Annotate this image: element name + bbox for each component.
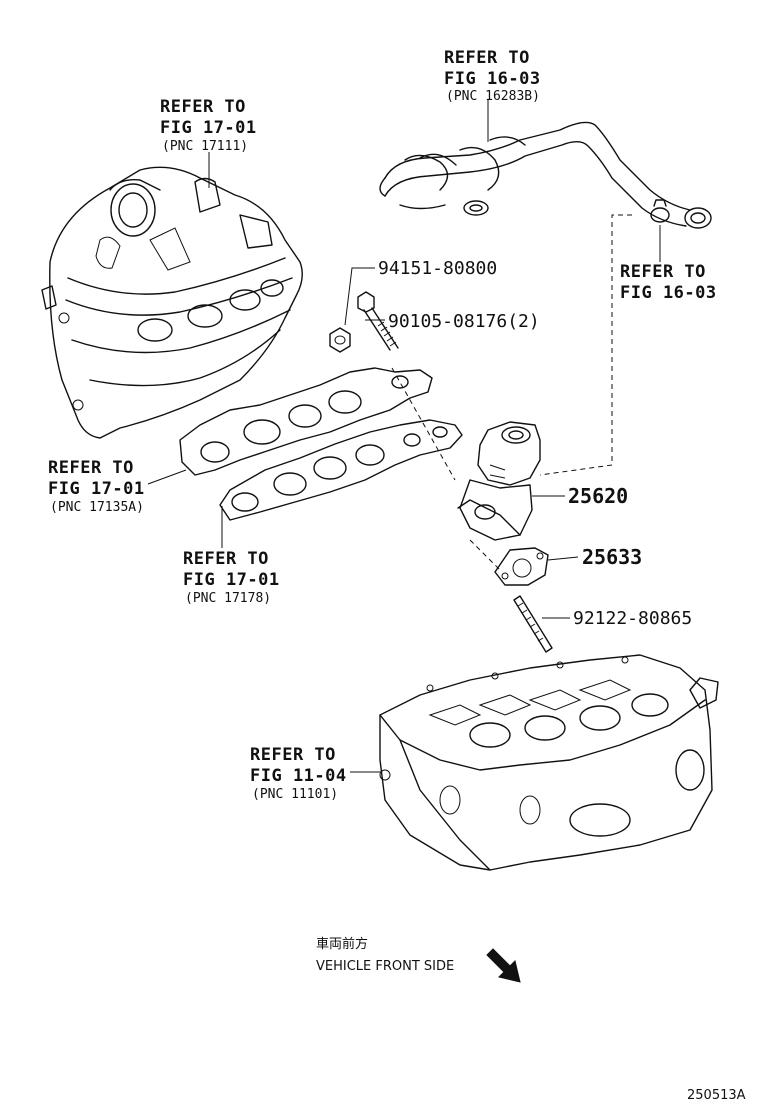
egr-valve-drawing [457, 421, 541, 541]
cylinder-head-callout-line2: FIG 11-04 [250, 766, 347, 786]
manifold-callout-line2: FIG 17-01 [160, 118, 257, 138]
part-number-stud: 92122-80865 [573, 608, 692, 629]
clamp-to-valve-dashed-line [539, 214, 632, 476]
clamp-callout-line2: FIG 16-03 [620, 283, 717, 303]
hose-callout-line1: REFER TO [444, 48, 530, 68]
cylinder-head-callout-pnc: (PNC 11101) [252, 787, 338, 802]
manifold-callout-line1: REFER TO [160, 97, 246, 117]
gasket-lower-callout-line1: REFER TO [183, 549, 269, 569]
part-number-egr-gasket: 25633 [582, 545, 642, 569]
stud-drawing [513, 595, 553, 653]
figure-id: 250513A [687, 1088, 746, 1103]
hose-drawing [379, 121, 712, 229]
bolt-drawing [357, 291, 399, 351]
gasket-upper-callout-line1: REFER TO [48, 458, 134, 478]
part-number-nut: 94151-80800 [378, 258, 497, 279]
nut-leader [344, 267, 375, 326]
clamp-drawing [650, 199, 670, 223]
gasket-upper-leader [147, 469, 187, 485]
cylinder-head-callout-line1: REFER TO [250, 745, 336, 765]
front-indicator-japanese: 車両前方 [316, 936, 368, 952]
part-number-bolt: 90105-08176(2) [388, 311, 540, 332]
gasket-lower-drawing [219, 419, 463, 521]
intake-manifold-drawing [41, 166, 303, 439]
gasket-upper-callout-pnc: (PNC 17135A) [50, 500, 144, 515]
part-number-egr-valve: 25620 [568, 484, 628, 508]
egr-gasket-leader [547, 556, 579, 561]
hose-callout-pnc: (PNC 16283B) [446, 89, 540, 104]
cylinder-head-drawing [379, 654, 719, 871]
nut-drawing [329, 327, 351, 353]
bolt-to-valve-dashed-line [391, 367, 456, 481]
clamp-callout-line1: REFER TO [620, 262, 706, 282]
gasket-upper-drawing [179, 367, 433, 476]
egr-gasket-drawing [494, 547, 549, 586]
manifold-callout-pnc: (PNC 17111) [162, 139, 248, 154]
valve-to-gasket-dashed-line [469, 539, 501, 571]
hose-callout-line2: FIG 16-03 [444, 69, 541, 89]
gasket-lower-callout-line2: FIG 17-01 [183, 570, 280, 590]
gasket-upper-callout-line2: FIG 17-01 [48, 479, 145, 499]
front-indicator-english: VEHICLE FRONT SIDE [316, 959, 454, 974]
front-direction-arrow-icon [486, 948, 521, 983]
gasket-lower-callout-pnc: (PNC 17178) [185, 591, 271, 606]
